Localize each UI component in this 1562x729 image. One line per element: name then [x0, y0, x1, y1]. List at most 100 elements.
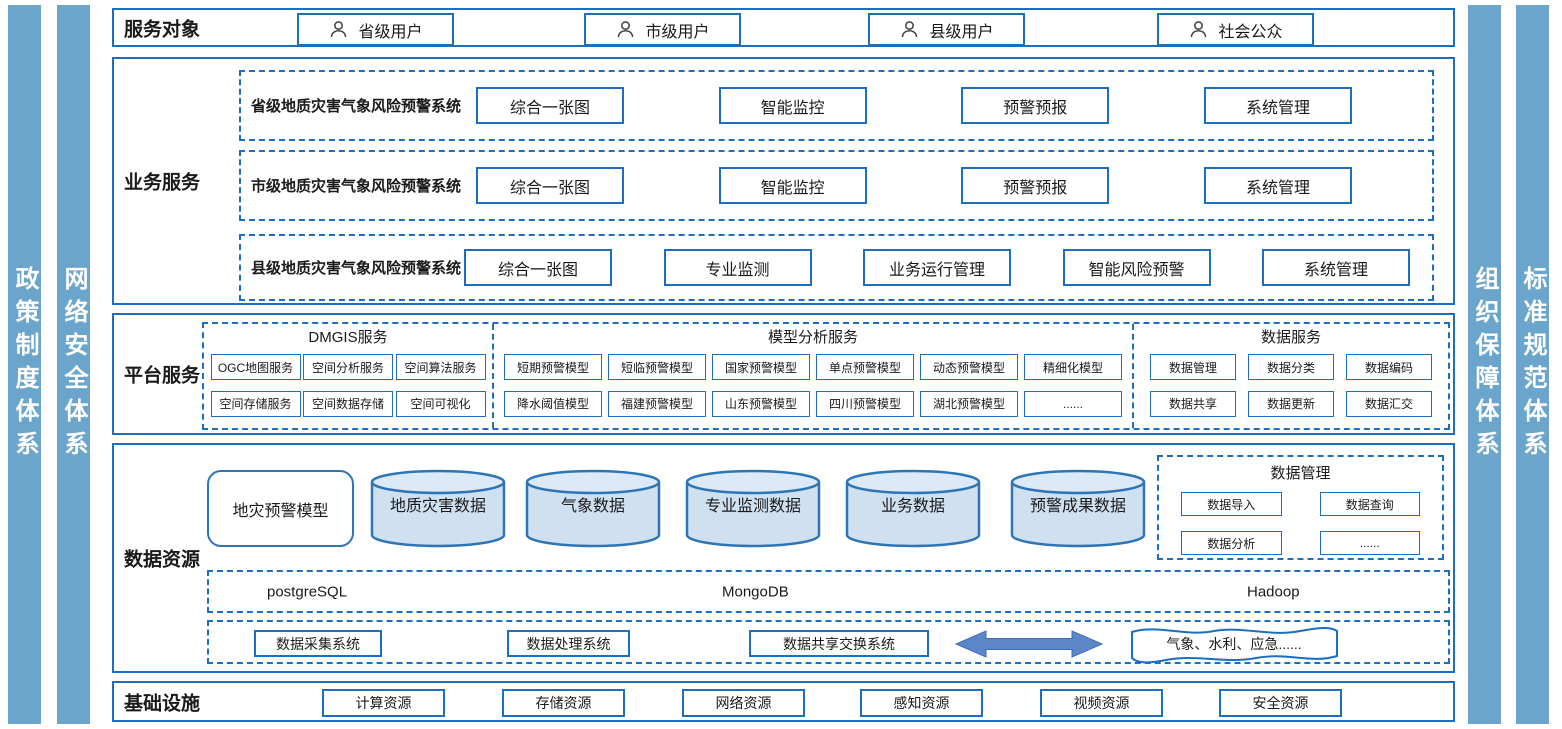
platform-box: 空间分析服务 — [303, 354, 393, 381]
module-row: 综合一张图 智能监控 预警预报 系统管理 — [476, 167, 1432, 204]
platform-box: 动态预警模型 — [920, 354, 1018, 381]
data-collection-system-box: 数据采集系统 — [254, 630, 382, 657]
infrastructure-label: 基础设施 — [124, 693, 201, 714]
platform-box: OGC地图服务 — [210, 354, 301, 381]
user-icon — [902, 21, 918, 38]
section-title: DMGIS服务 — [308, 329, 388, 346]
cylinder-monitoring-data: 专业监测数据 — [684, 469, 822, 549]
module-box: 智能监控 — [718, 87, 867, 124]
business-services-label: 业务服务 — [124, 172, 201, 194]
data-service-section: 数据服务 数据管理 数据分类 数据编码 数据共享 数据更新 数据汇交 — [1132, 324, 1448, 428]
module-box: 综合一张图 — [476, 87, 624, 124]
platform-box: 空间可视化 — [395, 390, 486, 417]
infra-box-security: 安全资源 — [1219, 689, 1342, 717]
module-box: 预警预报 — [961, 167, 1110, 204]
data-management-box: 数据管理 数据导入 数据查询 数据分析 ...... — [1157, 455, 1444, 560]
section-row: 数据共享 数据更新 数据汇交 — [1138, 386, 1444, 423]
platform-box: 降水阈值模型 — [504, 390, 602, 417]
cylinder-warning-result-data: 预警成果数据 — [1009, 469, 1147, 549]
user-icon — [331, 21, 347, 38]
data-exchange-box: 数据采集系统 数据处理系统 数据共享交换系统 气象、水利、应急...... — [207, 620, 1450, 664]
platform-box: 空间数据存储 — [303, 390, 393, 417]
database-hadoop: Hadoop — [1247, 583, 1300, 600]
cylinder-geology-data: 地质灾害数据 — [369, 469, 507, 549]
section-row: 降水阈值模型 福建预警模型 山东预警模型 四川预警模型 湖北预警模型 .....… — [498, 386, 1128, 423]
user-box-public: 社会公众 — [1157, 13, 1314, 46]
user-icon — [1191, 21, 1207, 38]
platform-services-panel: 平台服务 DMGIS服务 OGC地图服务 空间分析服务 空间算法服务 空间存储服… — [112, 313, 1455, 435]
cylinder-business-data: 业务数据 — [844, 469, 982, 549]
module-box: 业务运行管理 — [863, 249, 1011, 286]
user-box-label: 省级用户 — [358, 23, 423, 41]
module-row: 综合一张图 专业监测 业务运行管理 智能风险预警 系统管理 — [464, 249, 1432, 286]
module-box: 智能风险预警 — [1062, 249, 1211, 286]
platform-box: 数据管理 — [1150, 354, 1236, 381]
side-bar-policy: 政策制度体系 — [8, 5, 41, 724]
platform-box: 山东预警模型 — [712, 390, 810, 417]
module-box: 专业监测 — [663, 249, 812, 286]
module-row: 综合一张图 智能监控 预警预报 系统管理 — [476, 87, 1432, 124]
module-box: 综合一张图 — [464, 249, 612, 286]
platform-box: 数据分类 — [1248, 354, 1334, 381]
city-system-box: 市级地质灾害气象风险预警系统 综合一张图 智能监控 预警预报 系统管理 — [239, 150, 1434, 221]
section-row: 短期预警模型 短临预警模型 国家预警模型 单点预警模型 动态预警模型 精细化模型 — [498, 349, 1128, 386]
system-name: 省级地质灾害气象风险预警系统 — [251, 98, 462, 115]
platform-box: 四川预警模型 — [816, 390, 914, 417]
infra-box-sensing: 感知资源 — [860, 689, 983, 717]
side-bar-standard: 标准规范体系 — [1516, 5, 1549, 724]
module-box: 预警预报 — [961, 87, 1110, 124]
double-arrow-icon — [954, 629, 1104, 659]
cylinder-label: 预警成果数据 — [1029, 498, 1126, 516]
platform-box: 数据更新 — [1248, 390, 1334, 417]
data-resources-label: 数据资源 — [124, 549, 201, 571]
platform-box: 国家预警模型 — [712, 354, 810, 381]
platform-box: 短临预警模型 — [608, 354, 706, 381]
user-icon — [618, 21, 634, 38]
county-system-box: 县级地质灾害气象风险预警系统 综合一张图 专业监测 业务运行管理 智能风险预警 … — [239, 234, 1434, 301]
system-name: 县级地质灾害气象风险预警系统 — [251, 260, 462, 277]
data-management-item: 数据查询 — [1319, 492, 1420, 516]
database-cylinder-icon — [1010, 469, 1146, 548]
platform-outer-box: DMGIS服务 OGC地图服务 空间分析服务 空间算法服务 空间存储服务 空间数… — [202, 322, 1450, 430]
infra-box-network: 网络资源 — [682, 689, 805, 717]
platform-box: 精细化模型 — [1024, 354, 1122, 381]
business-services-panel: 业务服务 省级地质灾害气象风险预警系统 综合一张图 智能监控 预警预报 系统管理… — [112, 57, 1455, 305]
platform-box: 数据共享 — [1150, 390, 1236, 417]
data-resources-panel: 数据资源 地灾预警模型 地质灾害数据 气象数据 专业监测数据 业务数据 预警成果… — [112, 443, 1455, 673]
data-management-item: 数据导入 — [1181, 492, 1282, 516]
infra-box-compute: 计算资源 — [322, 689, 445, 717]
section-title: 数据服务 — [1260, 329, 1321, 346]
user-box-label: 县级用户 — [929, 23, 994, 41]
external-sources-shape: 气象、水利、应急...... — [1126, 623, 1342, 665]
side-bar-organization: 组织保障体系 — [1468, 5, 1501, 724]
cylinder-weather-data: 气象数据 — [524, 469, 662, 549]
data-management-title: 数据管理 — [1270, 465, 1331, 482]
user-box-province: 省级用户 — [297, 13, 454, 46]
platform-box: 福建预警模型 — [608, 390, 706, 417]
database-cylinder-icon — [525, 469, 661, 548]
section-title: 模型分析服务 — [767, 329, 858, 346]
database-cylinder-icon — [370, 469, 506, 548]
data-management-item: 数据分析 — [1181, 531, 1282, 555]
platform-box: 单点预警模型 — [816, 354, 914, 381]
province-system-box: 省级地质灾害气象风险预警系统 综合一张图 智能监控 预警预报 系统管理 — [239, 70, 1434, 141]
user-box-label: 社会公众 — [1218, 23, 1283, 41]
section-row: 数据管理 数据分类 数据编码 — [1138, 349, 1444, 386]
data-management-item: ...... — [1319, 531, 1420, 555]
platform-box: 数据编码 — [1346, 354, 1432, 381]
module-box: 系统管理 — [1262, 249, 1410, 286]
module-box: 系统管理 — [1203, 167, 1352, 204]
platform-box: ...... — [1024, 390, 1122, 417]
database-postgresql: postgreSQL — [267, 583, 348, 600]
data-management-grid: 数据导入 数据查询 数据分析 ...... — [1159, 483, 1442, 555]
platform-box: 短期预警模型 — [504, 354, 602, 381]
platform-box: 空间存储服务 — [210, 390, 301, 417]
cylinder-label: 地质灾害数据 — [389, 498, 486, 516]
user-box-county: 县级用户 — [868, 13, 1025, 46]
platform-services-label: 平台服务 — [124, 365, 201, 387]
cylinder-label: 业务数据 — [880, 498, 945, 516]
platform-box: 空间算法服务 — [395, 354, 486, 381]
database-cylinder-icon — [685, 469, 821, 548]
database-layer-box: postgreSQL MongoDB Hadoop — [207, 570, 1450, 613]
